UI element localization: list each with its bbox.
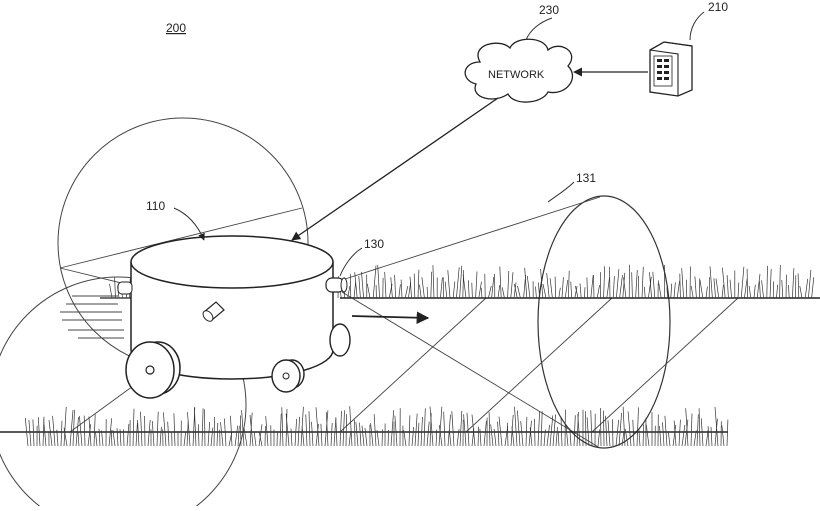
network-to-robot-arrow [292,98,498,240]
robot-mower-icon [118,236,350,398]
front-wheel [272,360,304,392]
figure-number: 200 [166,21,186,35]
server-icon [650,42,692,96]
field-of-view-reference-label: 131 [576,171,596,185]
motion-lines [60,296,124,338]
robot-reference-label: 110 [146,199,165,213]
sensor-reference-label: 130 [364,237,384,251]
network-reference-label: 230 [539,3,559,17]
motion-arrow-icon [352,316,428,318]
field-of-view-ellipse [538,196,670,448]
server-reference-label: 210 [708,0,728,14]
grass-texture-near [25,406,728,446]
network-label: NETWORK [488,69,545,81]
rear-sensor [118,282,132,294]
far-wheel [330,324,350,356]
rear-wheel [126,342,180,398]
